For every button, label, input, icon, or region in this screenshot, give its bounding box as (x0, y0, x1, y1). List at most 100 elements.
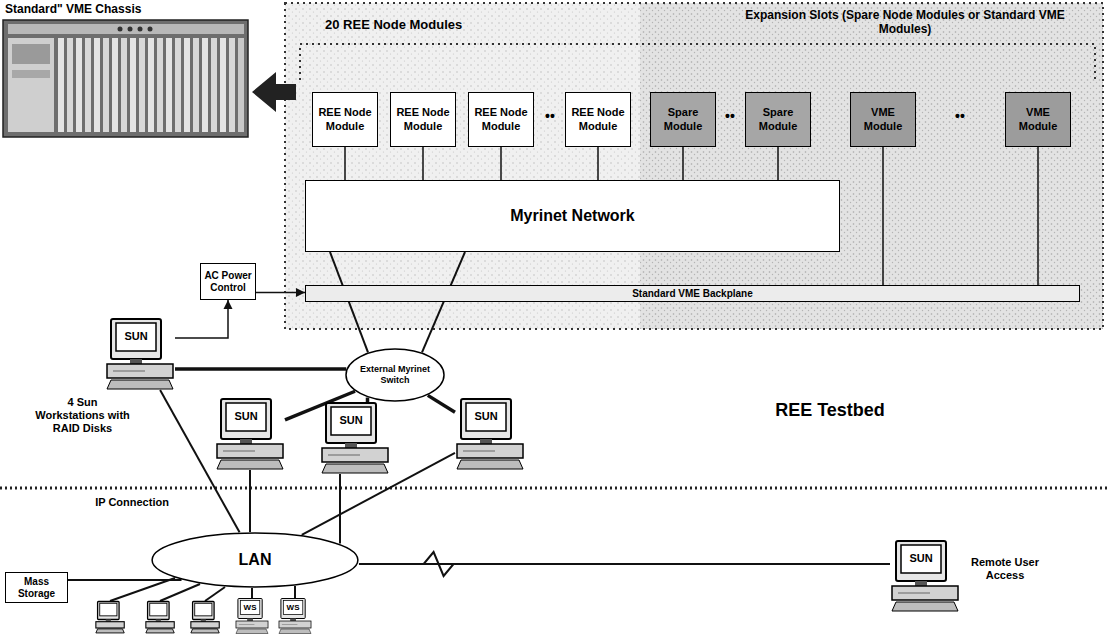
testbed-ground (285, 3, 1103, 329)
screen-label: SUN (234, 410, 257, 423)
power-control-box: AC Power Control (200, 263, 256, 300)
box-label: Spare Module (750, 106, 807, 132)
chassis-photo (121, 38, 127, 132)
box-label: VME Module (1010, 106, 1067, 132)
backplane-bar: Standard VME Backplane (305, 285, 1080, 302)
connector-line (344, 147, 346, 180)
testbed-ground (285, 3, 1103, 329)
region-heading: Expansion Slots (Spare Node Modules or S… (725, 8, 1085, 37)
connector-line (682, 147, 684, 180)
connector-line (882, 147, 884, 285)
workstation: SUN (890, 540, 960, 612)
chassis-photo (112, 38, 118, 132)
computer-icon (223, 451, 255, 452)
access-note: Remote User Access (966, 556, 1044, 582)
workstation: SUN (455, 398, 525, 470)
box-label: REE Node Module (395, 106, 452, 132)
chassis-photo (76, 38, 82, 132)
workstation: WS (278, 598, 312, 634)
group-note: 4 Sun Workstations with RAID Disks (35, 396, 130, 436)
chassis-photo (94, 38, 100, 132)
connector (423, 147, 424, 180)
screen-area: SUN (331, 407, 371, 435)
connector-line (302, 453, 455, 535)
pc-icons (146, 629, 174, 633)
computer-icon (466, 403, 506, 431)
chassis-photo (103, 38, 109, 132)
pc-icons (148, 601, 170, 619)
connector (256, 288, 305, 297)
connector (252, 588, 253, 598)
connector (428, 395, 455, 412)
chassis-photo (202, 38, 208, 132)
connector-line (330, 252, 368, 352)
pc-icons (195, 603, 212, 616)
spare-module: Spare Module (650, 92, 716, 147)
testbed-region: 20 REE Node Modules Expansion Slots (Spar… (285, 3, 1103, 329)
spare-module: Spare Module (745, 92, 811, 147)
computer-icon (322, 464, 388, 473)
lan-drop-lines (110, 578, 175, 601)
box-label: Standard VME Backplane (632, 288, 753, 300)
box-label: LAN (239, 550, 272, 569)
connector-line (359, 552, 890, 576)
computer-icon (221, 399, 271, 439)
computer-icon (892, 586, 958, 600)
computer-icon (326, 403, 376, 443)
network-bar: Myrinet Network (305, 180, 840, 252)
screen-label: WS (287, 603, 300, 613)
box-label: Mass Storage (9, 576, 65, 600)
pc-icons (96, 629, 124, 633)
chassis-photo (8, 24, 244, 34)
testbed-ground (640, 3, 1103, 329)
box-label: REE Node Module (473, 106, 530, 132)
ellipse-outline (346, 349, 444, 401)
pc-icons (96, 601, 124, 633)
connector (345, 147, 346, 180)
chassis-photo (12, 44, 50, 64)
connector (302, 453, 455, 535)
chassis-photo (157, 38, 163, 132)
chassis-photo (229, 38, 235, 132)
computer-icon (116, 323, 156, 351)
connection-note: IP Connection (92, 496, 172, 509)
computer-icon (215, 398, 285, 470)
computer-icon (236, 629, 268, 634)
chassis-photo (238, 38, 244, 132)
connector-line (422, 252, 465, 352)
chassis-photo (67, 38, 73, 132)
connector-line (249, 470, 251, 532)
chassis-photo (118, 27, 123, 32)
node-module: REE Node Module (565, 92, 631, 147)
ellipsis-dots: •• (718, 108, 742, 125)
connector (501, 147, 502, 180)
connector (250, 470, 251, 532)
chassis-photo (148, 38, 154, 132)
workstation: WS (235, 598, 269, 634)
pc-icons (193, 601, 215, 619)
screen-area: WS (283, 601, 302, 615)
photo-caption: Standard" VME Chassis (5, 2, 250, 16)
workstation: SUN (320, 402, 390, 474)
pc-icons (146, 601, 174, 633)
lan-drop-lines (205, 587, 225, 601)
pc-icons (191, 601, 219, 633)
chassis-photo (8, 38, 54, 132)
screen-area: SUN (901, 545, 941, 573)
computer-icon (455, 398, 525, 470)
chassis-photo (220, 38, 226, 132)
computer-icon (898, 593, 930, 594)
screen-label: WS (244, 603, 257, 613)
switch-ellipse: External Myrinet Switch (345, 348, 445, 402)
testbed-ground (285, 3, 1103, 329)
connector-line (597, 147, 599, 180)
region-heading: 20 REE Node Modules (325, 17, 545, 33)
connector (175, 369, 346, 370)
chassis-photo (175, 38, 181, 132)
connector-line (777, 147, 779, 180)
screen-area: SUN (466, 403, 506, 431)
connector-line (294, 586, 296, 598)
vme-module: VME Module (1005, 92, 1071, 147)
connector (1038, 147, 1039, 285)
